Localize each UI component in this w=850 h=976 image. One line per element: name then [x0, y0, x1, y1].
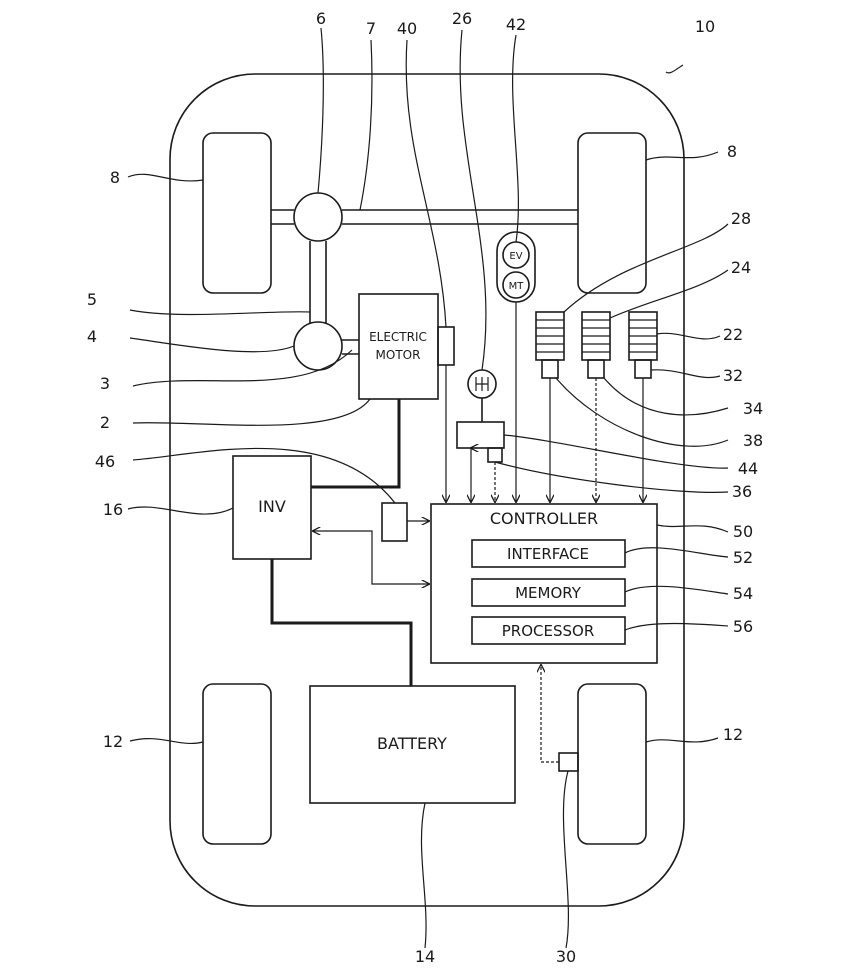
- ref-rear-wheel-left: 12: [103, 732, 123, 751]
- propeller-shaft: [310, 241, 326, 323]
- ref-vehicle: 10: [695, 17, 715, 36]
- ref-front-wheel-right: 8: [727, 142, 737, 161]
- ref-sensor-38: 38: [743, 431, 763, 450]
- ref-pedal-28: 28: [731, 209, 751, 228]
- ref-shifter: 26: [452, 9, 472, 28]
- ref-sensor-46: 46: [95, 452, 115, 471]
- wheel-speed-sensor: [559, 753, 578, 771]
- inverter-battery-cable: [272, 559, 411, 686]
- ref-shifter-sensor: 44: [738, 459, 758, 478]
- front-wheel-right: [578, 133, 646, 293]
- ev-switch-label: EV: [509, 251, 522, 262]
- ref-pedal-24: 24: [731, 258, 751, 277]
- interface-label: INTERFACE: [507, 545, 589, 563]
- ref-processor: 56: [733, 617, 753, 636]
- ref-wheel-speed-sensor: 30: [556, 947, 576, 966]
- rear-wheel-left: [203, 684, 271, 844]
- axle: [271, 210, 578, 224]
- electric-motor-label-line2: MOTOR: [376, 348, 421, 362]
- ref-sensor-34: 34: [743, 399, 763, 418]
- pedal-24: [582, 312, 610, 378]
- ref-pedal-22: 22: [723, 325, 743, 344]
- ref-inverter: 16: [103, 500, 123, 519]
- memory-label: MEMORY: [515, 584, 582, 602]
- ref-gearbox: 4: [87, 327, 97, 346]
- ref-shift-sensor: 36: [732, 482, 752, 501]
- processor-label: PROCESSOR: [502, 622, 595, 640]
- ref-mode-switch: 42: [506, 15, 526, 34]
- ref-front-wheel-left: 8: [110, 168, 120, 187]
- vehicle-body: [170, 74, 684, 906]
- ref-propeller-shaft: 5: [87, 290, 97, 309]
- controller-label: CONTROLLER: [490, 509, 598, 528]
- ref-differential: 6: [316, 9, 326, 28]
- ref-motor-shaft: 3: [100, 374, 110, 393]
- sensor-46: [382, 503, 407, 541]
- ref-sensor-32: 32: [723, 366, 743, 385]
- motor-sensor: [438, 327, 454, 365]
- pedal-28: [536, 312, 564, 378]
- rear-wheel-right: [578, 684, 646, 844]
- front-wheel-left: [203, 133, 271, 293]
- ref-rear-wheel-right: 12: [723, 725, 743, 744]
- ref-motor: 2: [100, 413, 110, 432]
- ref-memory: 54: [733, 584, 753, 603]
- ref-battery: 14: [415, 947, 435, 966]
- differential: [294, 193, 342, 241]
- ref-motor-sensor: 40: [397, 19, 417, 38]
- mt-switch-label: MT: [509, 281, 525, 292]
- electric-motor-box: [359, 294, 438, 399]
- ref-interface: 52: [733, 548, 753, 567]
- reference-numerals: 10 6 7 40 26 42 8 8 28 24 22 32 34 38 44…: [87, 9, 763, 966]
- leader-lines: [128, 28, 728, 948]
- pedal-22: [629, 312, 657, 378]
- ref-controller: 50: [733, 522, 753, 541]
- ref-axle: 7: [366, 19, 376, 38]
- inverter-label: INV: [258, 497, 286, 516]
- battery-label: BATTERY: [377, 734, 447, 753]
- motor-inverter-cable: [311, 399, 399, 487]
- electric-motor-label-line1: ELECTRIC: [369, 330, 427, 344]
- shifter: [457, 370, 504, 462]
